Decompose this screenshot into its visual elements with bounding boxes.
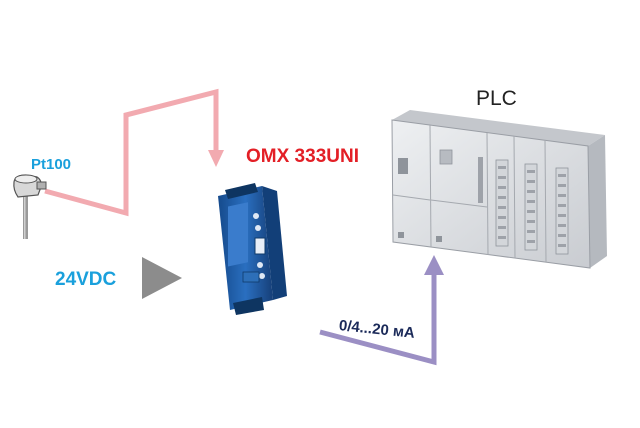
controller-label: PLC bbox=[476, 87, 517, 110]
power-arrow-icon bbox=[142, 257, 182, 299]
device-label: OMX 333UNI bbox=[246, 146, 359, 167]
plc-rack-icon bbox=[391, 110, 607, 269]
sensor-label: Pt100 bbox=[31, 156, 72, 173]
current-output-line bbox=[319, 255, 444, 366]
sensor-signal-line bbox=[44, 88, 224, 217]
omx-transmitter-icon bbox=[218, 183, 287, 315]
pt100-sensor-icon bbox=[13, 174, 47, 239]
supply-label: 24VDC bbox=[55, 269, 117, 290]
